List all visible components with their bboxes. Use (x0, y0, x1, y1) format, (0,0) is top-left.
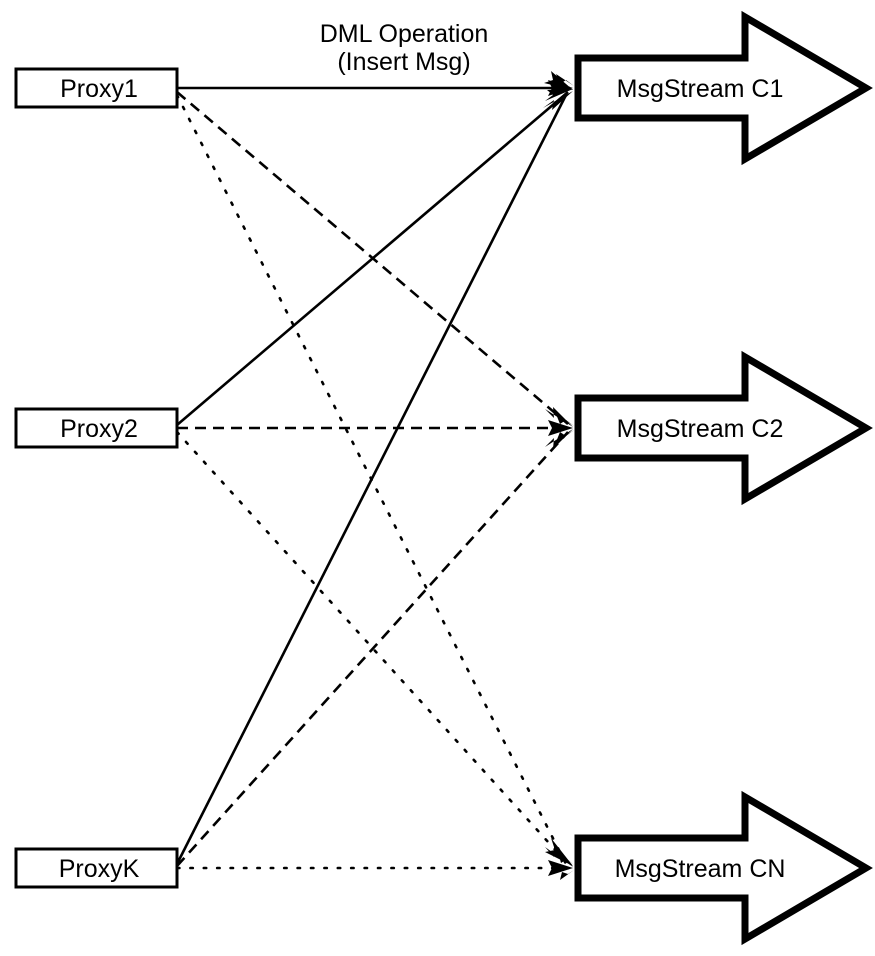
arrowhead-cluster-stream-c2 (545, 407, 574, 449)
dml-operation-line1: DML Operation (320, 20, 489, 48)
stream-label: MsgStream CN (615, 855, 786, 883)
proxy-box[interactable] (14, 67, 179, 109)
proxy-node-proxy2[interactable]: Proxy2 (14, 407, 179, 449)
block-arrow-shape[interactable] (574, 350, 873, 506)
block-arrow-shape[interactable] (574, 10, 873, 166)
arrowhead-icon (560, 870, 574, 880)
arrowhead-icon (556, 414, 574, 426)
edge-proxyk-to-stream-c2[interactable] (176, 431, 569, 867)
arrowhead-icon (556, 74, 574, 86)
proxy-label: ProxyK (59, 855, 140, 883)
stream-node-stream-c2[interactable]: MsgStream C2 (574, 350, 873, 506)
proxy-box[interactable] (14, 847, 179, 889)
arrowhead-icon (556, 430, 574, 442)
proxy-node-proxy1[interactable]: Proxy1 (14, 67, 179, 109)
edge-group-proxy2 (175, 91, 570, 866)
arrowhead-icon (544, 71, 573, 90)
proxy-box[interactable] (14, 407, 179, 449)
dml-operation-line2: (Insert Msg) (337, 48, 470, 76)
arrowhead-icon (558, 852, 574, 865)
arrowhead-cluster-stream-c1 (543, 71, 574, 110)
edge-proxy2-to-stream-c1[interactable] (176, 91, 569, 426)
block-arrow-shape[interactable] (574, 790, 873, 946)
edge-proxy2-to-stream-cn[interactable] (175, 430, 570, 866)
proxy-label: Proxy1 (60, 75, 138, 103)
arrowhead-icon (545, 89, 573, 101)
stream-label: MsgStream C2 (617, 415, 784, 443)
proxy-label: Proxy2 (60, 415, 138, 443)
arrowhead-cluster-stream-cn (545, 838, 574, 880)
edge-annotation-dml-operation: DML Operation (Insert Msg) (320, 20, 489, 76)
arrowhead-icon (543, 91, 573, 110)
proxy-node-proxyk[interactable]: ProxyK (14, 847, 179, 889)
edge-proxyk-to-stream-c1[interactable] (175, 94, 568, 865)
arrowhead-icon (548, 860, 573, 876)
stream-node-stream-cn[interactable]: MsgStream CN (574, 790, 873, 946)
arrowhead-icon (548, 420, 573, 436)
stream-label: MsgStream C1 (617, 75, 784, 103)
edge-group-proxyk (175, 94, 572, 870)
stream-node-stream-c1[interactable]: MsgStream C1 (574, 10, 873, 166)
